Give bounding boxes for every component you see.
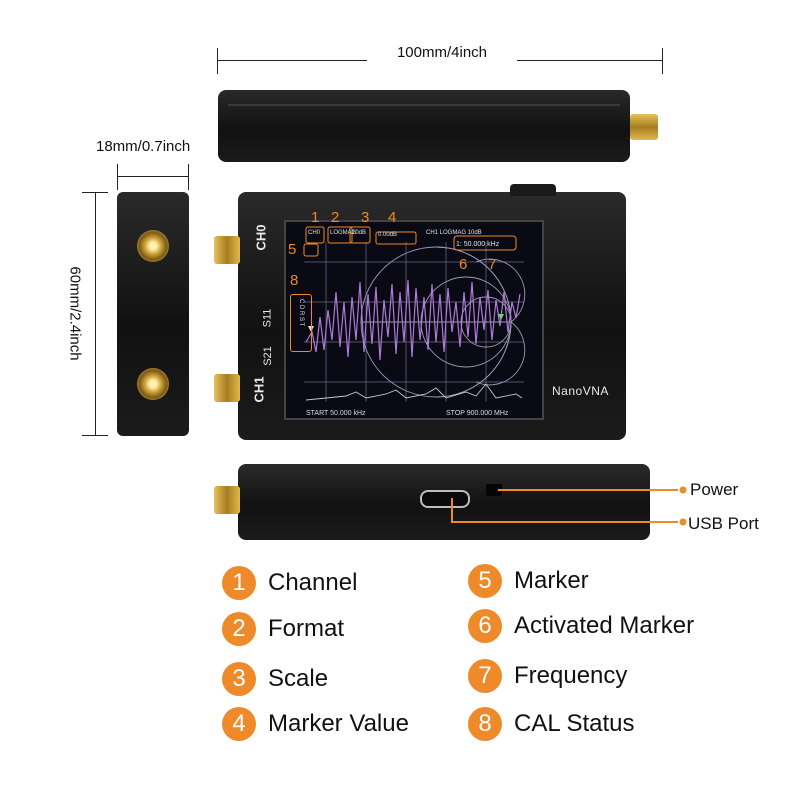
screen-num-6: 6 bbox=[459, 256, 468, 273]
legend-item-4: 4 Marker Value bbox=[222, 707, 409, 741]
screen-num-1: 1 bbox=[311, 209, 320, 226]
legend-label-1: Channel bbox=[268, 569, 358, 596]
svg-text:CH1 LOGMAG 10dB: CH1 LOGMAG 10dB bbox=[426, 230, 482, 236]
svg-text:0.00dB: 0.00dB bbox=[378, 232, 397, 238]
legend-item-7: 7 Frequency bbox=[468, 659, 627, 693]
sma-port-lower bbox=[137, 368, 169, 400]
thickness-dimension bbox=[117, 162, 189, 192]
vna-screen: CH0 LOGMAG 10dB 0.00dB CH1 LOGMAG 10dB 1: … bbox=[284, 220, 544, 420]
legend-number-7: 7 bbox=[468, 659, 502, 693]
sma-connector-ch1 bbox=[214, 374, 240, 402]
legend-label-2: Format bbox=[268, 615, 345, 642]
screen-num-7: 7 bbox=[488, 256, 497, 273]
length-label: 100mm/4inch bbox=[367, 44, 517, 61]
thickness-label: 18mm/0.7inch bbox=[96, 138, 191, 155]
legend-item-5: 5 Marker bbox=[468, 564, 589, 598]
screen-num-2: 2 bbox=[331, 209, 340, 226]
brand-label: NanoVNA bbox=[552, 384, 609, 398]
height-dimension bbox=[80, 192, 110, 436]
legend-number-1: 1 bbox=[222, 566, 256, 600]
legend-item-1: 1 Channel bbox=[222, 566, 357, 600]
legend-number-5: 5 bbox=[468, 564, 502, 598]
legend-item-2: 2 Format bbox=[222, 612, 344, 646]
stop-frequency: STOP 900.000 MHz bbox=[446, 410, 509, 417]
legend-item-8: 8 CAL Status bbox=[468, 707, 635, 741]
legend-item-3: 3 Scale bbox=[222, 662, 328, 696]
legend-label-3: Scale bbox=[268, 665, 329, 692]
cal-status-text: C D R S T bbox=[298, 299, 304, 327]
power-switch bbox=[486, 484, 502, 496]
svg-text:10dB: 10dB bbox=[352, 230, 366, 236]
cal-status-box: C D R S T bbox=[290, 294, 312, 352]
sma-connector-top bbox=[630, 114, 658, 140]
power-switch-bump bbox=[510, 184, 556, 196]
screen-num-3: 3 bbox=[361, 209, 370, 226]
legend-number-4: 4 bbox=[222, 707, 256, 741]
sma-connector-ch0 bbox=[214, 236, 240, 264]
device-top-view bbox=[218, 90, 630, 162]
legend-label-4: Marker Value bbox=[268, 710, 409, 737]
legend-item-6: 6 Activated Marker bbox=[468, 609, 694, 643]
length-dimension: 100mm/4inch bbox=[217, 40, 663, 80]
legend-number-8: 8 bbox=[468, 707, 502, 741]
sma-port-upper bbox=[137, 230, 169, 262]
marker-frequency: 1: 50.000 kHz bbox=[456, 241, 500, 248]
legend-number-2: 2 bbox=[222, 612, 256, 646]
usb-c-port bbox=[420, 490, 470, 508]
legend-label-6: Activated Marker bbox=[514, 612, 695, 639]
device-bottom-view bbox=[238, 464, 650, 540]
svg-text:LOGMAG: LOGMAG bbox=[330, 230, 357, 236]
screen-num-8: 8 bbox=[290, 272, 299, 289]
usb-port-callout: USB Port bbox=[688, 514, 759, 533]
legend-label-8: CAL Status bbox=[514, 710, 635, 737]
screen-num-5: 5 bbox=[288, 241, 297, 258]
legend-label-5: Marker bbox=[514, 567, 589, 594]
sma-connector-bottom bbox=[214, 486, 240, 514]
start-frequency: START 50.000 kHz bbox=[306, 410, 366, 417]
legend-label-7: Frequency bbox=[514, 662, 628, 689]
legend-number-6: 6 bbox=[468, 609, 502, 643]
legend-number-3: 3 bbox=[222, 662, 256, 696]
power-callout: Power bbox=[690, 480, 739, 499]
screen-num-4: 4 bbox=[388, 209, 397, 226]
svg-text:CH0: CH0 bbox=[308, 230, 321, 236]
device-side-view bbox=[117, 192, 189, 436]
